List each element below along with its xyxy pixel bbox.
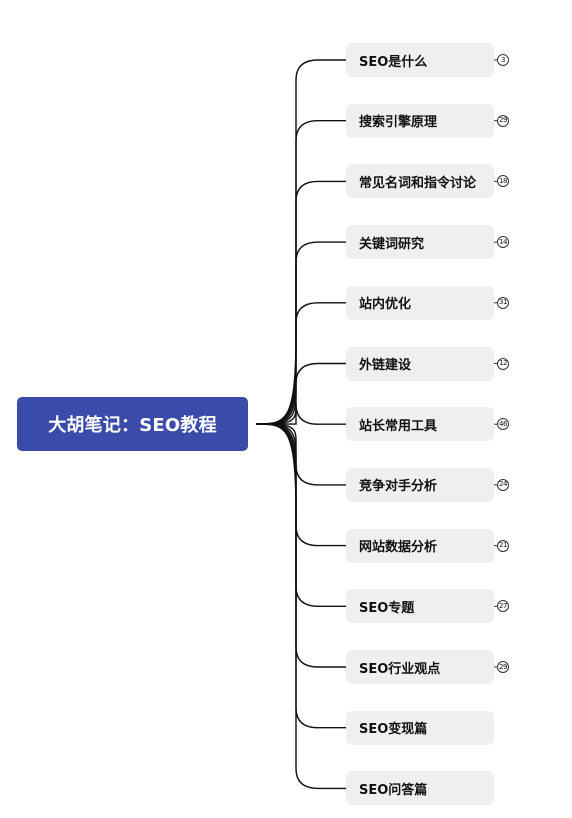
topic-node[interactable]: SEO专题 xyxy=(346,589,494,624)
subtopic-count-badge[interactable]: 27 xyxy=(497,600,509,613)
subtopic-count-badge[interactable]: 29 xyxy=(497,661,509,673)
topic-node[interactable]: 网站数据分析 xyxy=(346,528,494,563)
connector-line xyxy=(255,423,346,607)
topic-node[interactable]: 搜索引擎原理 xyxy=(346,103,494,138)
subtopic-count-badge[interactable]: 31 xyxy=(497,296,509,309)
connector-line xyxy=(255,423,346,486)
connector-line xyxy=(255,423,346,729)
topic-node[interactable]: SEO变现篇 xyxy=(346,710,494,745)
topic-node[interactable]: SEO行业观点 xyxy=(346,650,494,684)
topic-node[interactable]: 站长常用工具 xyxy=(346,407,494,442)
connector-line xyxy=(255,362,346,425)
topic-node[interactable]: SEO问答篇 xyxy=(346,771,494,806)
root-node[interactable]: 大胡笔记：SEO教程 xyxy=(17,397,248,451)
topic-node[interactable]: 关键词研究 xyxy=(346,225,494,260)
subtopic-count-badge[interactable]: 18 xyxy=(497,175,509,188)
topic-node[interactable]: SEO是什么 xyxy=(346,43,494,77)
subtopic-count-badge[interactable]: 3 xyxy=(497,54,509,66)
topic-node[interactable]: 站内优化 xyxy=(346,285,494,320)
subtopic-count-badge[interactable]: 14 xyxy=(497,236,509,249)
subtopic-count-badge[interactable]: 12 xyxy=(497,357,509,370)
topic-node[interactable]: 常见名词和指令讨论 xyxy=(346,164,494,199)
connector-line xyxy=(255,404,346,425)
subtopic-count-badge[interactable]: 46 xyxy=(497,418,509,431)
connector-line xyxy=(255,423,346,790)
subtopic-count-badge[interactable]: 21 xyxy=(497,539,509,552)
connector-line xyxy=(255,241,346,425)
connector-line xyxy=(255,120,346,425)
topic-node[interactable]: 竞争对手分析 xyxy=(346,467,494,502)
subtopic-count-badge[interactable]: 24 xyxy=(497,478,509,491)
topic-node[interactable]: 外链建设 xyxy=(346,346,494,381)
subtopic-count-badge[interactable]: 29 xyxy=(497,114,509,127)
